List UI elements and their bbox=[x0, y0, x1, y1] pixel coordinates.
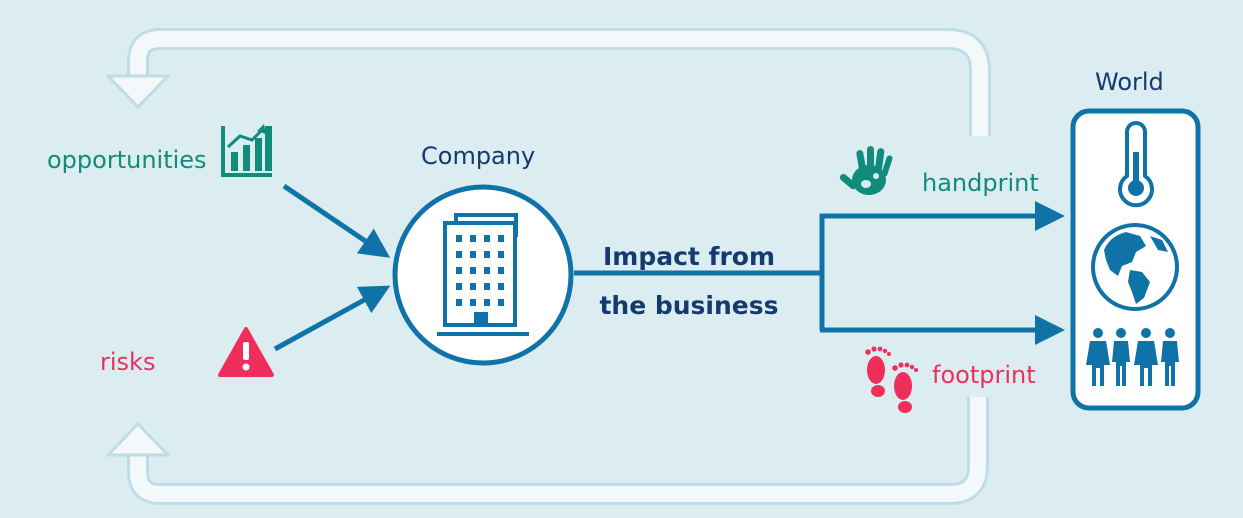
handprint-label: handprint bbox=[922, 169, 1039, 197]
office-building-icon bbox=[437, 213, 529, 336]
opportunities-arrow bbox=[282, 183, 391, 258]
impact-label: Impact from the business bbox=[578, 232, 800, 330]
handprint-icon bbox=[839, 146, 893, 195]
world-label: World bbox=[1095, 68, 1164, 96]
warning-triangle-icon bbox=[218, 327, 274, 377]
bar-chart-growth-icon bbox=[221, 124, 272, 177]
impact-label-line-2: the business bbox=[599, 291, 779, 320]
risks-arrow bbox=[273, 285, 391, 352]
footprint-label: footprint bbox=[932, 361, 1036, 389]
world-node bbox=[1070, 108, 1201, 411]
bottom-feedback-arrow bbox=[106, 397, 989, 505]
globe-icon bbox=[1091, 223, 1179, 311]
impact-label-line-1: Impact from bbox=[602, 242, 776, 271]
thermometer-icon bbox=[1118, 121, 1154, 208]
top-feedback-arrow bbox=[106, 28, 991, 136]
opportunities-label: opportunities bbox=[47, 146, 207, 174]
company-node bbox=[392, 184, 574, 366]
people-group-icon bbox=[1086, 328, 1179, 386]
risks-label: risks bbox=[100, 348, 156, 376]
company-label: Company bbox=[421, 142, 536, 170]
footprint-icon bbox=[865, 346, 918, 413]
